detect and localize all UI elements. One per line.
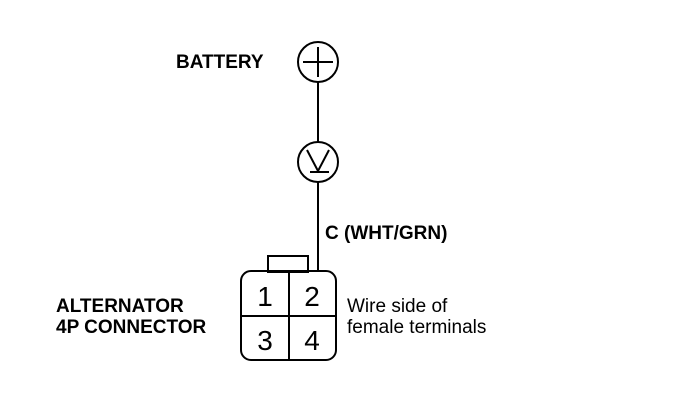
battery-label: BATTERY (176, 52, 264, 73)
battery-positive-terminal-icon (297, 41, 339, 83)
wire-label: C (WHT/GRN) (325, 223, 448, 244)
connector-label-line2: 4P CONNECTOR (56, 317, 207, 338)
terminal-note-line1: Wire side of (347, 296, 448, 317)
connector-lock-tab (267, 255, 309, 273)
terminal-note-line2: female terminals (347, 317, 487, 338)
connector-label-line1: ALTERNATOR (56, 296, 184, 317)
voltmeter-icon (297, 141, 339, 183)
connector-pin-4: 4 (304, 325, 320, 356)
connector-pin-3: 3 (257, 325, 273, 356)
connector-pin-1: 1 (257, 281, 273, 312)
connector-pin-2: 2 (304, 281, 320, 312)
